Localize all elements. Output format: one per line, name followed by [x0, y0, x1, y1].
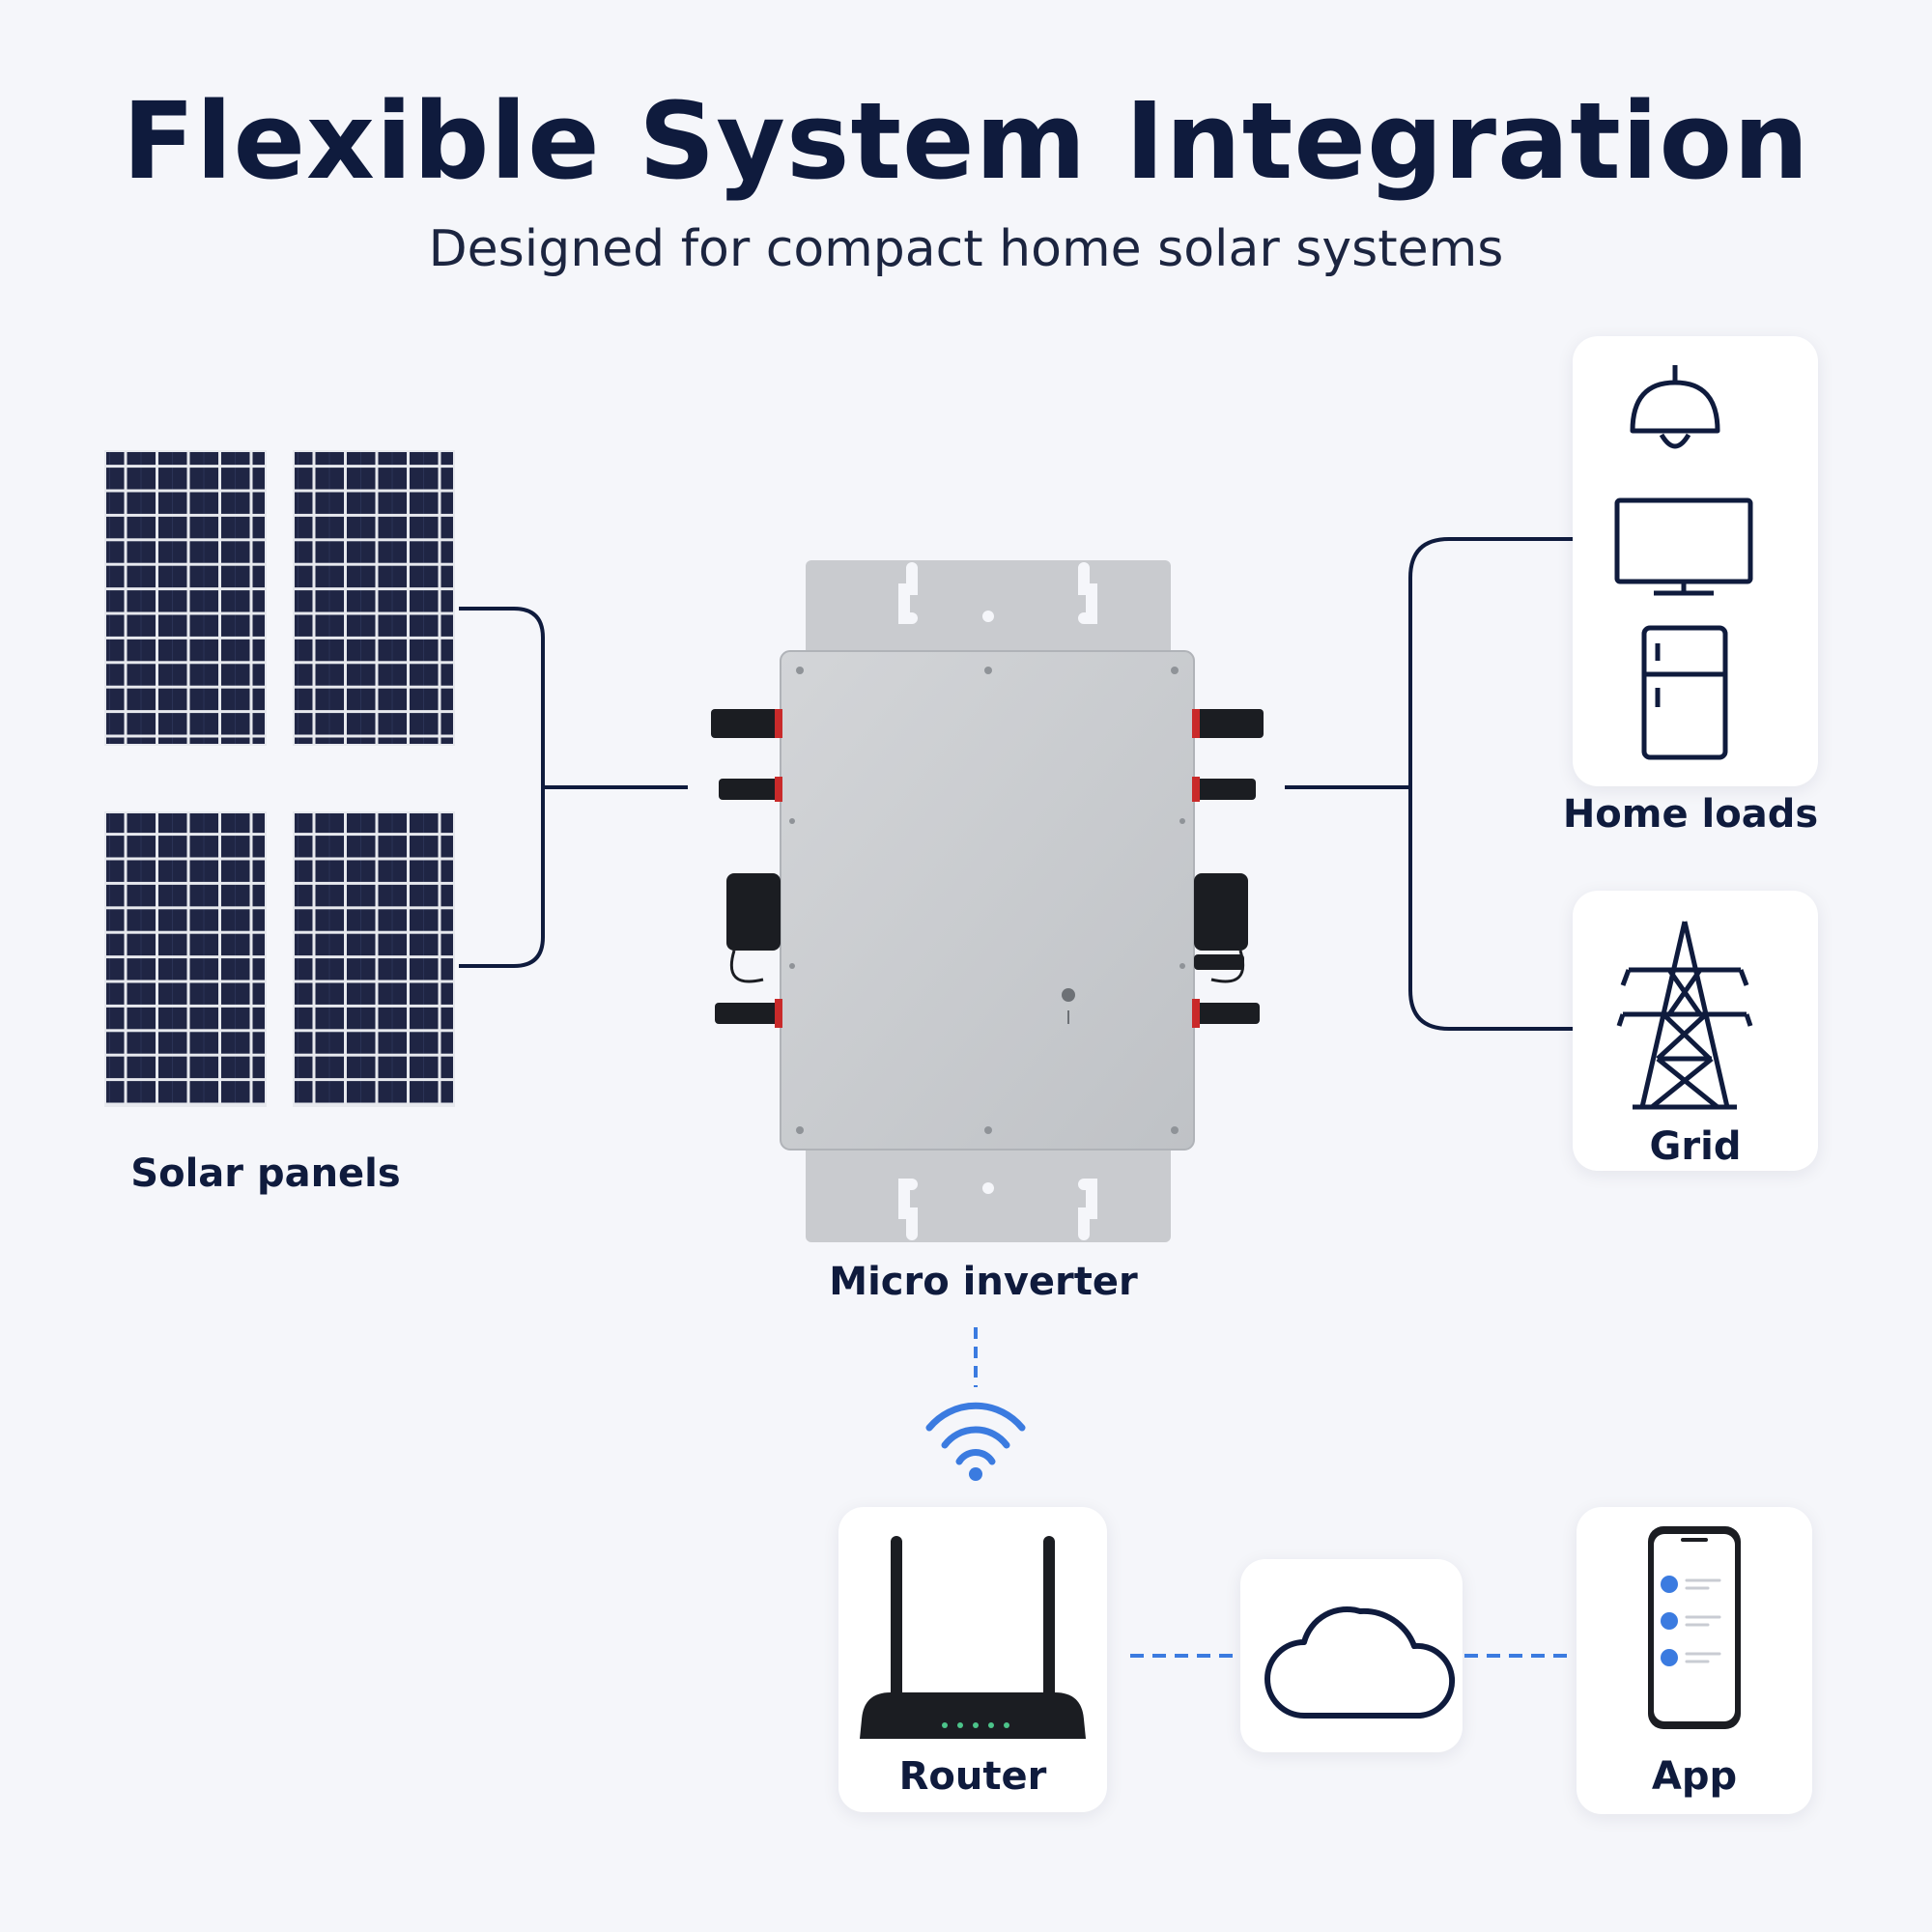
grid-card	[1573, 891, 1818, 1171]
wifi-icon	[925, 1402, 1026, 1465]
app-label: App	[1651, 1754, 1738, 1799]
page-title: Flexible System Integration	[122, 79, 1810, 203]
cloud-icon	[1264, 1605, 1456, 1719]
router-label: Router	[898, 1754, 1047, 1799]
ceiling-lamp-icon	[1630, 365, 1720, 449]
router-card	[838, 1507, 1107, 1812]
solar-panel-1	[104, 450, 267, 746]
home-loads-label: Home loads	[1562, 792, 1819, 837]
wifi-dot	[969, 1467, 982, 1481]
refrigerator-icon	[1641, 625, 1728, 760]
page-subtitle: Designed for compact home solar systems	[428, 220, 1504, 278]
smartphone-icon	[1648, 1526, 1741, 1729]
solar-panel-3	[104, 811, 267, 1107]
solar-panels-label: Solar panels	[130, 1151, 401, 1196]
solar-panel-4	[293, 811, 455, 1107]
solar-panel-2	[293, 450, 455, 746]
panels-to-inverter-line	[459, 607, 688, 968]
solar-panel-icon	[104, 450, 455, 1107]
inverter-to-loads-grid-line	[1285, 537, 1573, 1031]
micro-inverter-icon	[711, 560, 1264, 1242]
grid-label: Grid	[1649, 1124, 1742, 1169]
router-icon	[860, 1536, 1086, 1739]
monitor-icon	[1614, 497, 1753, 596]
micro-inverter-label: Micro inverter	[829, 1260, 1138, 1304]
power-tower-icon	[1616, 921, 1753, 1110]
home-loads-card	[1573, 336, 1818, 786]
